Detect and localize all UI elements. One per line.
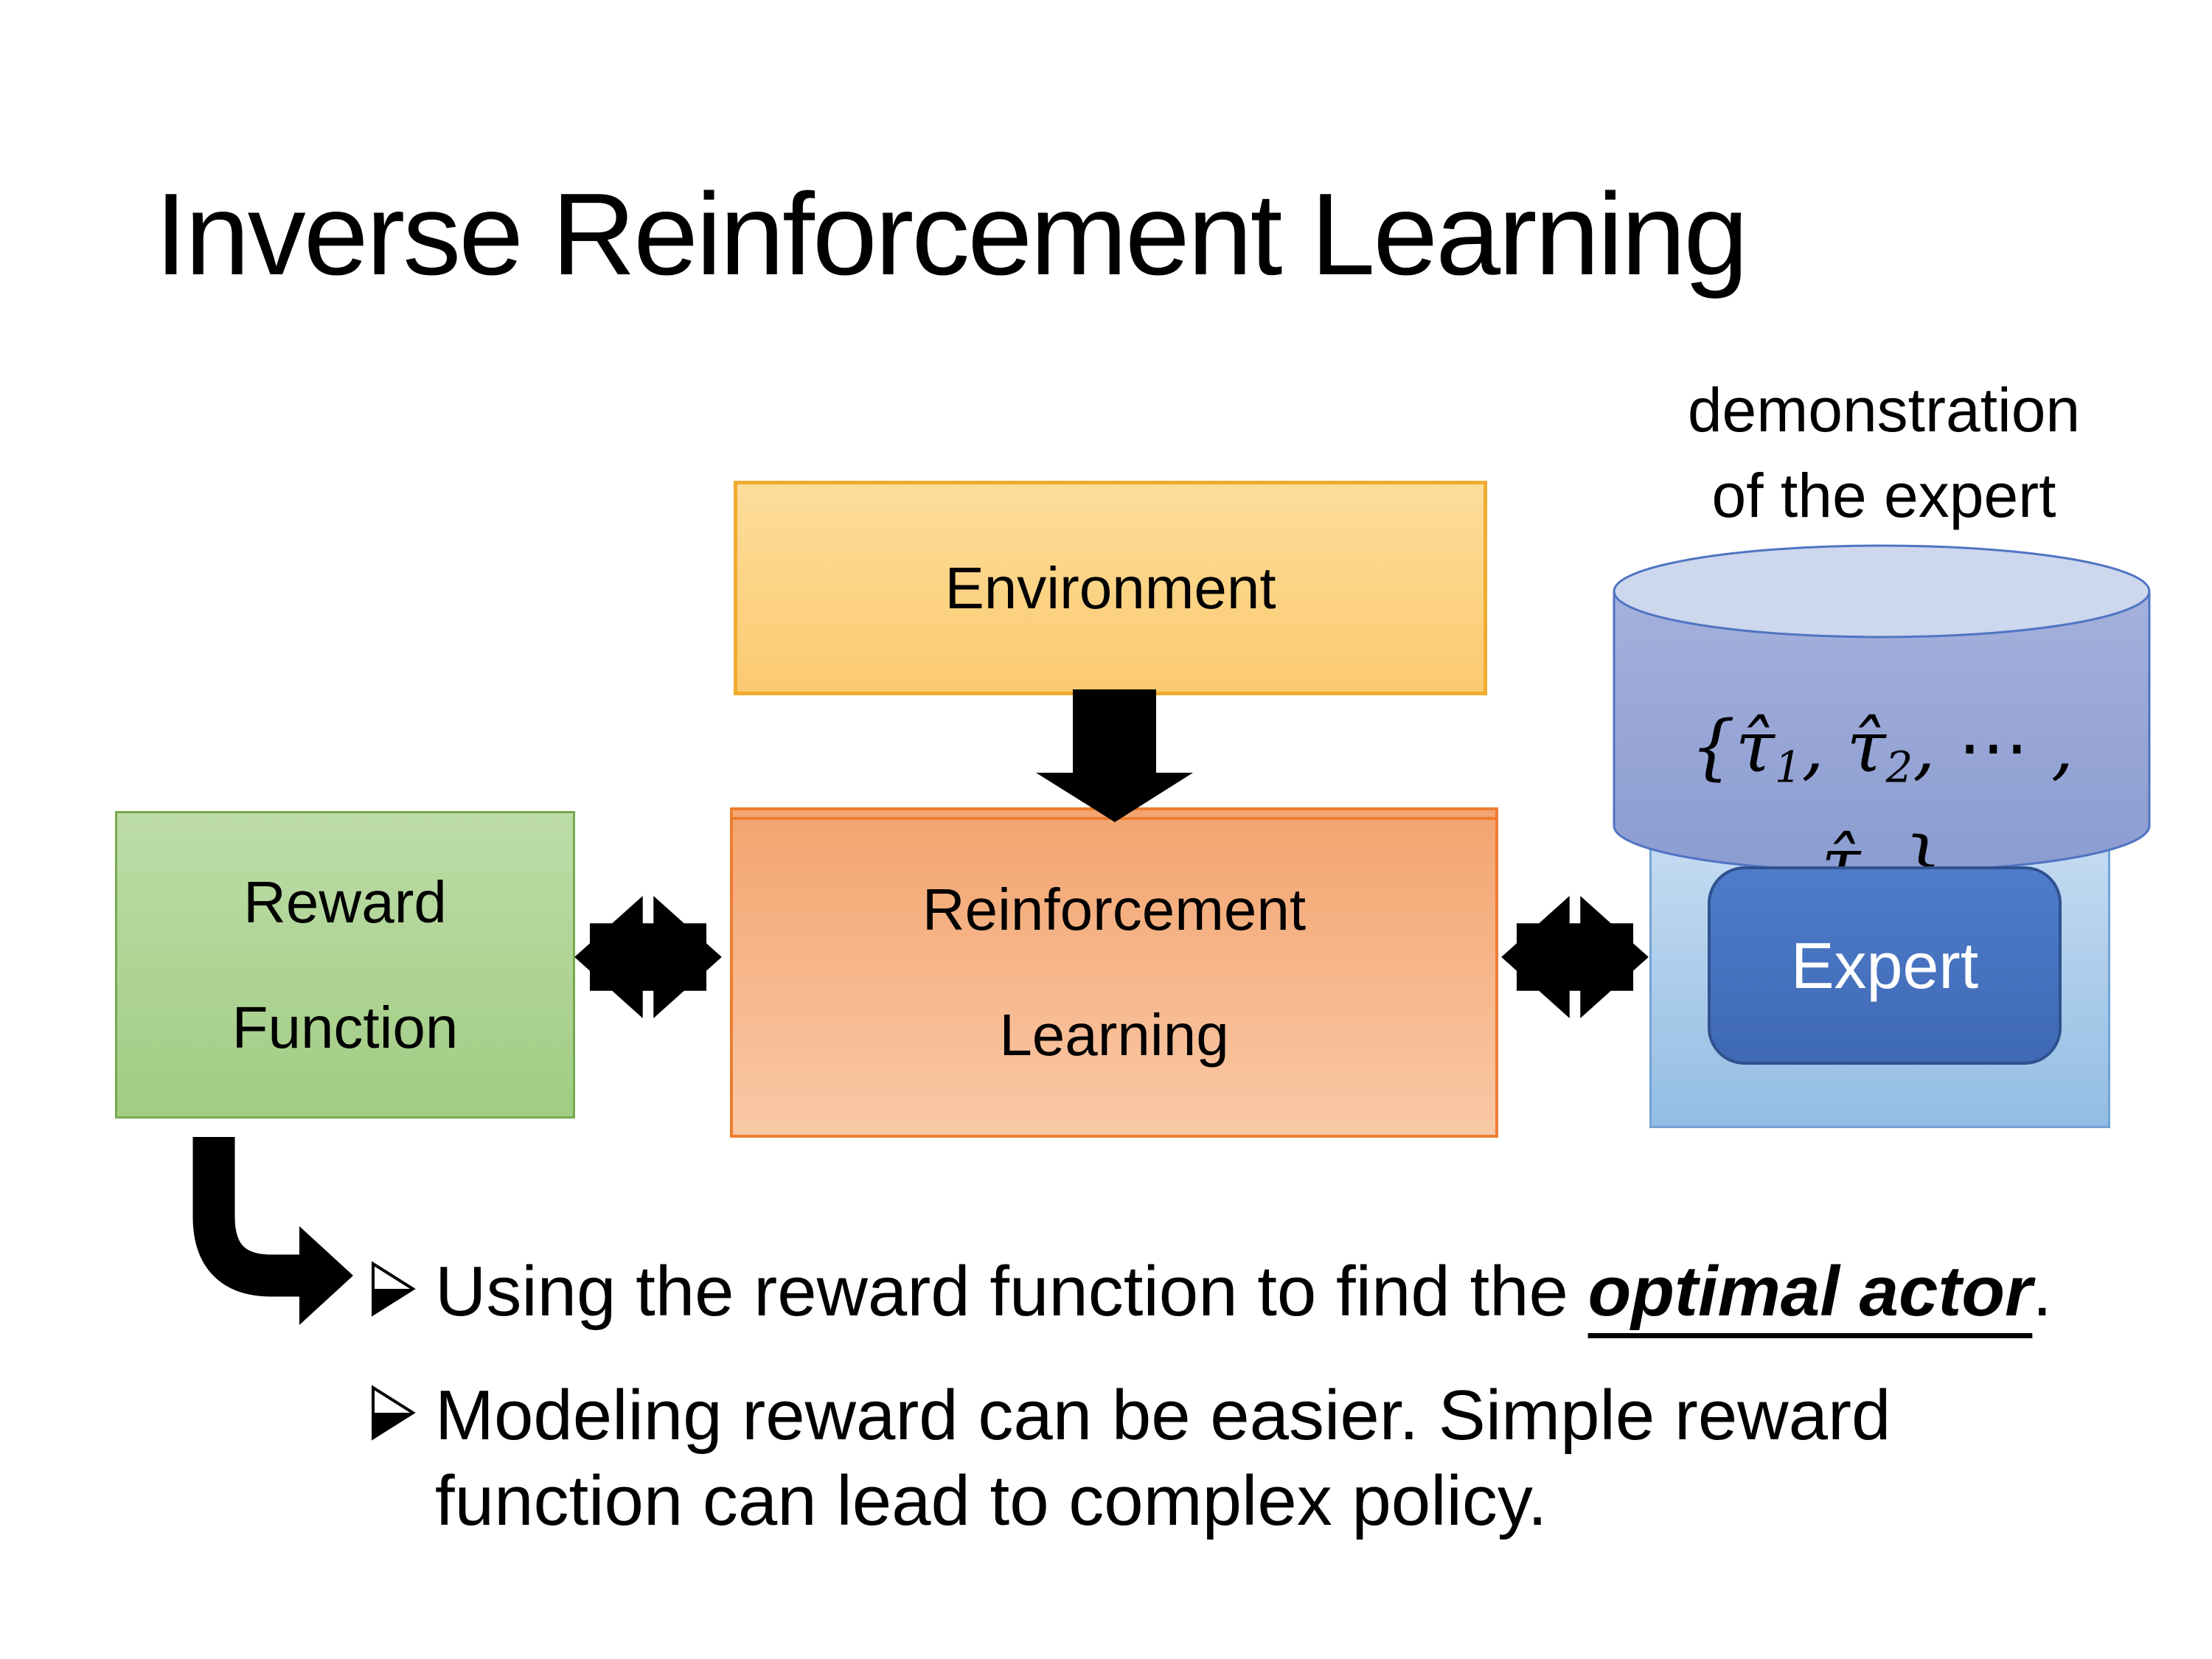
reinforcement-learning-box: Reinforcement Learning (730, 807, 1498, 1138)
environment-label: Environment (945, 554, 1276, 621)
formula-tau2: , τ̂ (1801, 706, 1886, 788)
bullet-1-emphasis: optimal actor (1587, 1252, 2033, 1331)
formula-sub-2: 2 (1885, 742, 1913, 793)
bullet-1-suffix: . (2032, 1252, 2052, 1331)
reward-function-label-line2: Function (232, 994, 459, 1060)
formula-open-tau1: {τ̂ (1690, 706, 1775, 788)
bullet-item-2: Modeling reward can be easier. Simple re… (370, 1373, 1891, 1544)
demonstration-caption-line1: demonstration (1687, 375, 2081, 445)
reward-rl-double-arrow-icon (574, 880, 722, 1034)
bullet-item-1: Using the reward function to find the op… (370, 1249, 2052, 1335)
bullet-arrow-icon (372, 1261, 416, 1317)
reward-function-label-line1: Reward (243, 869, 447, 935)
bullet-1-text: Using the reward function to find the op… (435, 1249, 2052, 1335)
demonstration-caption: demonstration of the expert (1585, 367, 2183, 538)
bullet-2-text: Modeling reward can be easier. Simple re… (435, 1373, 1891, 1544)
expert-box: Expert (1708, 866, 2062, 1065)
reinforcement-learning-label-line2: Learning (999, 1002, 1229, 1068)
reward-function-box: Reward Function (115, 811, 575, 1119)
reinforcement-learning-label-line1: Reinforcement (922, 877, 1307, 942)
expert-label: Expert (1790, 928, 1979, 1002)
bullet-2-line2: function can lead to complex policy. (435, 1461, 1548, 1540)
rl-expert-double-arrow-icon (1501, 880, 1649, 1034)
environment-to-rl-down-arrow-icon (1036, 689, 1193, 822)
demonstration-caption-line2: of the expert (1711, 461, 2056, 530)
bullet-arrow-icon (372, 1385, 416, 1441)
bullet-2-line1: Modeling reward can be easier. Simple re… (435, 1376, 1891, 1455)
page-title: Inverse Reinforcement Learning (155, 170, 1748, 299)
bullet-1-prefix: Using the reward function to find the (435, 1252, 1588, 1331)
formula-sub-1: 1 (1774, 742, 1802, 793)
formula-dots-tauN: , ⋯ , τ̂ (1821, 706, 2074, 905)
reward-to-bullets-elbow-arrow-icon (192, 1137, 353, 1325)
